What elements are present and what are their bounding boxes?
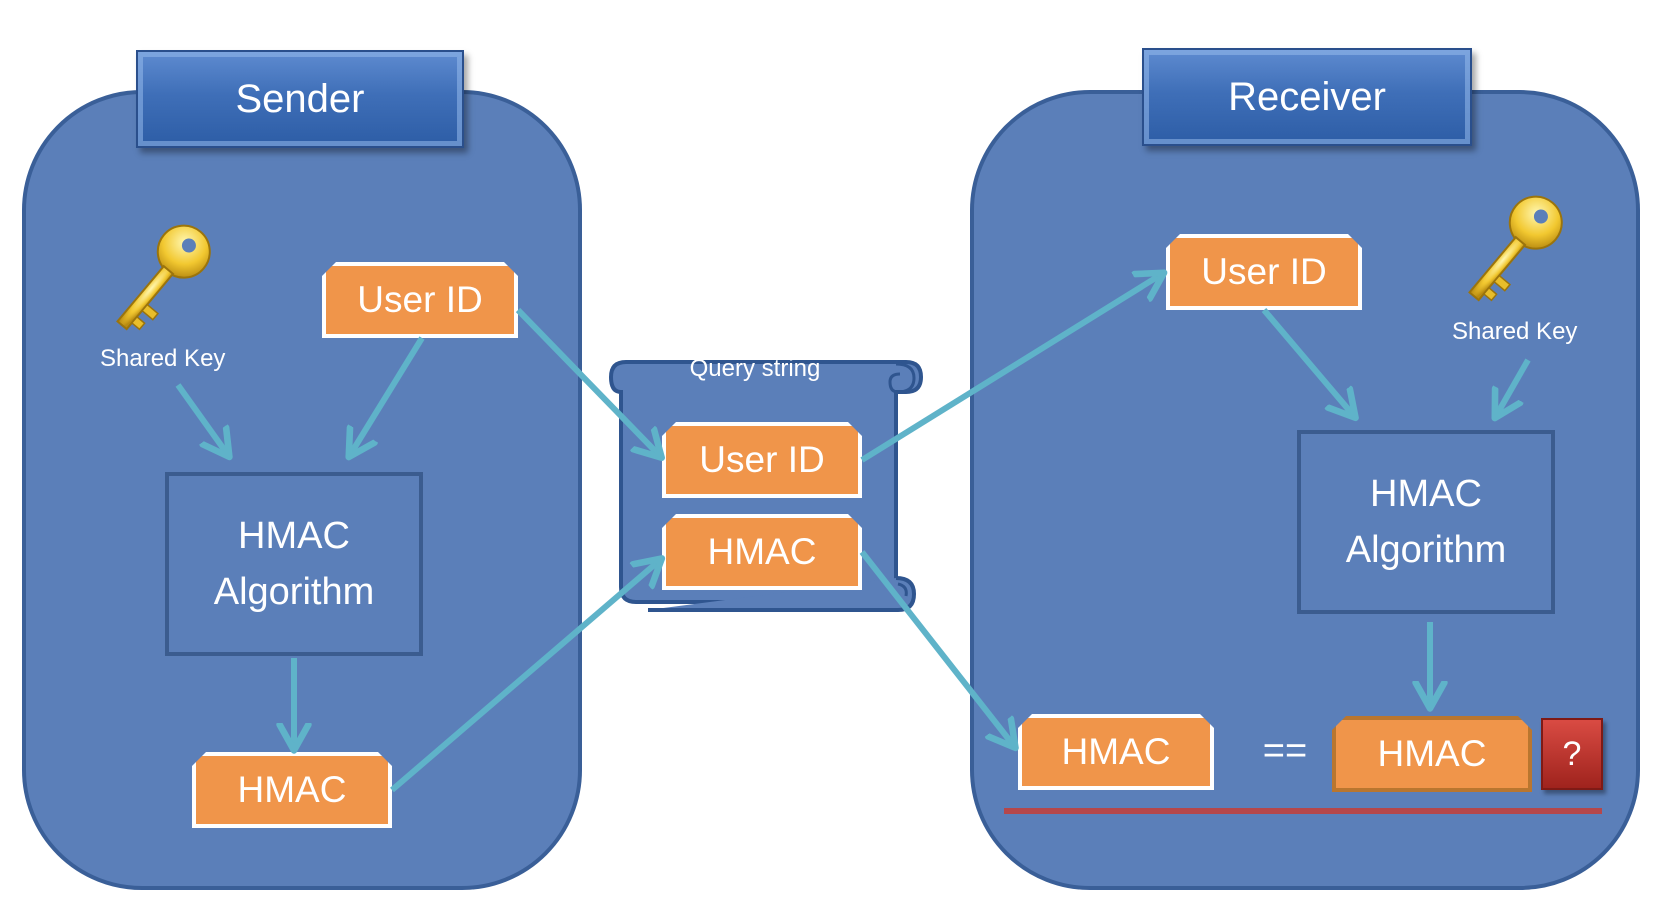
query-string-label: Query string — [689, 355, 821, 382]
receiver-user-id-tag: User ID — [1166, 234, 1362, 310]
query-hmac-tag: HMAC — [662, 514, 862, 590]
sender-user-id-tag: User ID — [322, 262, 518, 338]
receiver-algorithm-line2: Algorithm — [1345, 529, 1507, 571]
receiver-hmac-algorithm-box: HMAC Algorithm — [1297, 430, 1555, 614]
receiver-received-hmac-tag: HMAC — [1018, 714, 1214, 790]
receiver-key-icon — [1468, 195, 1563, 302]
equals-sign: == — [1262, 730, 1308, 772]
comparison-underline — [1004, 808, 1602, 814]
sender-algorithm-line2: Algorithm — [213, 571, 375, 613]
sender-key-icon — [116, 224, 211, 331]
receiver-algorithm-line1: HMAC — [1370, 473, 1482, 515]
question-mark-button[interactable]: ? — [1541, 718, 1603, 790]
receiver-computed-hmac-tag: HMAC — [1332, 716, 1532, 792]
sender-key-label: Shared Key — [100, 345, 226, 372]
sender-algorithm-line1: HMAC — [238, 515, 350, 557]
sender-title: Sender — [136, 50, 464, 148]
query-user-id-tag: User ID — [662, 422, 862, 498]
sender-hmac-algorithm-box: HMAC Algorithm — [165, 472, 423, 656]
receiver-title: Receiver — [1142, 48, 1472, 146]
receiver-key-label: Shared Key — [1452, 318, 1578, 345]
sender-hmac-tag: HMAC — [192, 752, 392, 828]
